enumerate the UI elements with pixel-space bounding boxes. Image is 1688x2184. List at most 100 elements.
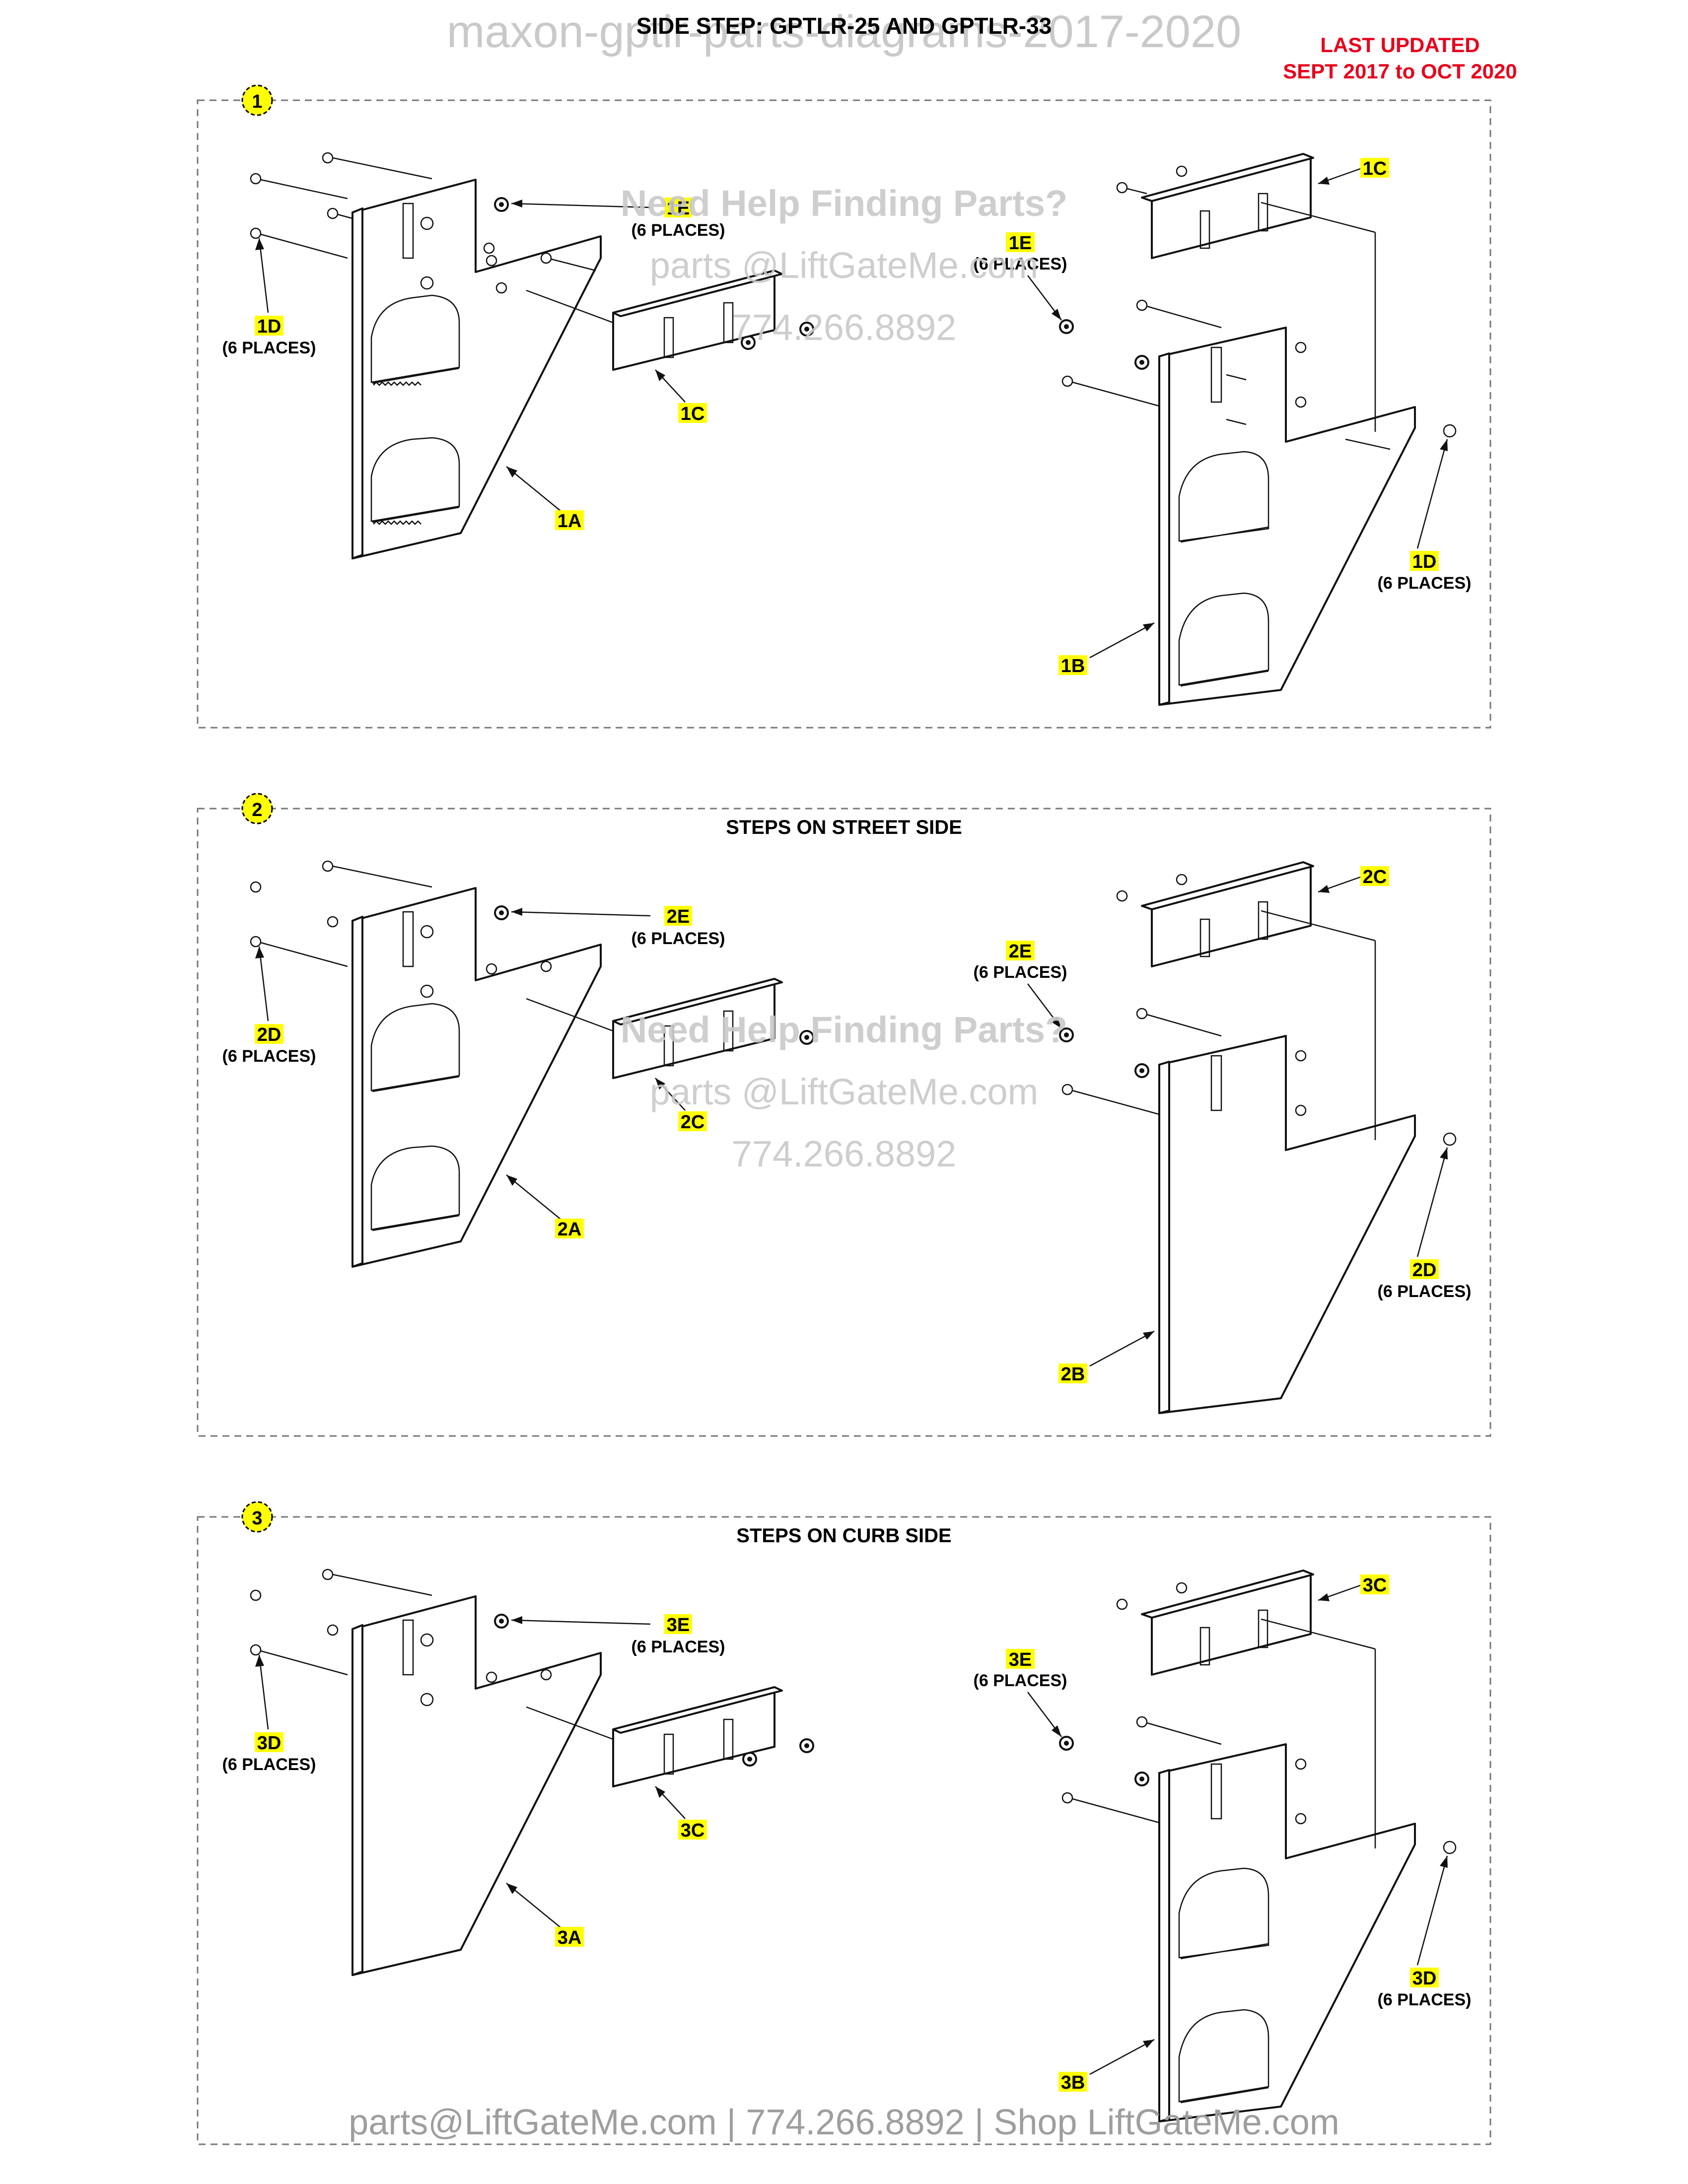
callout-left-d: 1D [257, 316, 281, 337]
callouts: 1E (6 PLACES) 1D (6 PLACES) 1C 1A 1C 1E … [222, 158, 1472, 677]
watermark-help-1: Need Help Finding Parts? [621, 183, 1067, 224]
nuts-right [1059, 319, 1149, 370]
panel-2: 2 STEPS ON STREET SIDE [197, 793, 1491, 1437]
step-bracket-right-edge [1158, 352, 1170, 706]
callout-left-c: 3C [681, 1820, 705, 1841]
last-updated-label: LAST UPDATED [1320, 33, 1479, 57]
step-tread-upper [1180, 526, 1269, 543]
panel-number: 2 [252, 800, 262, 820]
page-title: SIDE STEP: GPTLR-25 AND GPTLR-33 [636, 13, 1052, 39]
hole [420, 216, 434, 230]
hole [420, 276, 434, 290]
callout-left-e-qty: (6 PLACES) [632, 1638, 725, 1656]
callout-right-c: 1C [1363, 158, 1387, 179]
hole [495, 282, 507, 294]
panel-number-badge [241, 1501, 273, 1533]
callout-left-e-qty: (6 PLACES) [632, 929, 725, 948]
callouts: 3E (6 PLACES) 3D (6 PLACES) 3C 3A 3C 3E … [222, 1574, 1472, 2093]
panel-border [197, 808, 1491, 1437]
callout-left-d-qty: (6 PLACES) [222, 1755, 316, 1774]
panel-border [197, 99, 1491, 729]
panel-3: 3 STEPS ON CURB SIDE [197, 1501, 1491, 2145]
callout-right-e: 3E [1009, 1649, 1032, 1670]
slot [723, 302, 734, 343]
callout-highlight [664, 198, 692, 217]
callout-right-b: 2B [1061, 1364, 1085, 1385]
callout-left-d-qty: (6 PLACES) [222, 339, 316, 357]
slot [1199, 210, 1210, 249]
step-bracket-left-edge [352, 207, 363, 559]
callout-left-d: 3D [257, 1733, 281, 1754]
step-bracket-left-panel [352, 179, 602, 559]
left-step-assembly [250, 860, 814, 1268]
callout-right-d: 2D [1412, 1260, 1437, 1281]
callout-right-e: 2E [1009, 941, 1032, 962]
panel-border [197, 1516, 1491, 2145]
callout-right-b: 3B [1061, 2072, 1085, 2093]
callout-right-e-qty: (6 PLACES) [974, 1671, 1067, 1690]
callout-right-e: 1E [1009, 233, 1032, 254]
callout-left-e: 3E [667, 1615, 690, 1636]
right-step-assembly [1059, 861, 1457, 1414]
panel-number-badge [241, 793, 273, 824]
callout-left-e: 1E [667, 198, 690, 219]
watermark-phone-1: 774.266.8892 [732, 307, 957, 348]
step-tread-lower [372, 506, 460, 525]
nuts-left [494, 197, 814, 350]
footer-contact: parts@LiftGateMe.com | 774.266.8892 | Sh… [349, 2103, 1339, 2142]
panel-subtitle: STEPS ON STREET SIDE [726, 817, 962, 838]
callout-left-e-qty: (6 PLACES) [632, 221, 725, 240]
watermark-phone-2: 774.266.8892 [732, 1133, 957, 1174]
callout-left-a: 2A [558, 1219, 582, 1240]
callout-left-e: 2E [667, 906, 690, 927]
callout-left-d: 2D [257, 1024, 281, 1045]
callout-left-c: 1C [681, 404, 705, 424]
mounting-bar-flange [612, 270, 783, 317]
callouts: 2E (6 PLACES) 2D (6 PLACES) 2C 2A 2C 2E … [222, 866, 1472, 1385]
right-step-assembly [1059, 153, 1457, 706]
callout-left-c: 2C [681, 1112, 705, 1133]
callout-right-e-qty: (6 PLACES) [974, 255, 1067, 273]
step-opening-upper [1178, 451, 1269, 542]
watermark-top: maxon-gptlr-parts-diagrams-2017-2020 [447, 6, 1242, 57]
callout-right-c: 3C [1363, 1575, 1387, 1596]
bolts-left [250, 152, 596, 272]
panel-number: 1 [252, 91, 262, 112]
callout-right-b: 1B [1061, 656, 1085, 677]
callout-right-c: 2C [1363, 867, 1387, 887]
callout-right-d: 3D [1412, 1968, 1437, 1989]
slot [663, 317, 674, 358]
callout-right-d-qty: (6 PLACES) [1378, 574, 1472, 593]
hole [483, 242, 495, 254]
panel-1: 1 [197, 84, 1491, 729]
step-opening-lower [1178, 592, 1269, 686]
callout-right-d-qty: (6 PLACES) [1378, 1282, 1472, 1301]
watermark-email-1: parts @LiftGateMe.com [650, 245, 1039, 286]
mounting-bar-top-flange [1141, 153, 1314, 202]
callout-left-a: 3A [558, 1927, 582, 1948]
watermark-help-2: Need Help Finding Parts? [621, 1009, 1067, 1050]
bolts-right [1061, 165, 1457, 450]
panel-number: 3 [252, 1508, 262, 1529]
step-opening-lower [370, 437, 460, 522]
panel-number-badge [241, 84, 273, 116]
callout-left-d-qty: (6 PLACES) [222, 1047, 316, 1066]
step-tread-lower [1180, 670, 1269, 687]
slot [1210, 346, 1222, 403]
callout-left-a: 1A [558, 511, 582, 532]
watermark-email-2: parts @LiftGateMe.com [650, 1071, 1039, 1112]
slot [1258, 193, 1268, 232]
callout-right-d-qty: (6 PLACES) [1378, 1990, 1472, 2009]
callout-right-d: 1D [1412, 551, 1437, 572]
panel-subtitle: STEPS ON CURB SIDE [736, 1525, 951, 1547]
callout-right-e-qty: (6 PLACES) [974, 963, 1067, 982]
step-opening-upper [370, 294, 460, 383]
right-step-assembly [1059, 1570, 1457, 2122]
left-step-assembly [250, 1569, 814, 1976]
last-updated-range: SEPT 2017 to OCT 2020 [1283, 60, 1517, 83]
left-step-assembly [250, 152, 814, 559]
step-bracket-right-panel [1158, 327, 1416, 706]
step-tread-upper [372, 367, 460, 386]
slot [402, 203, 414, 259]
